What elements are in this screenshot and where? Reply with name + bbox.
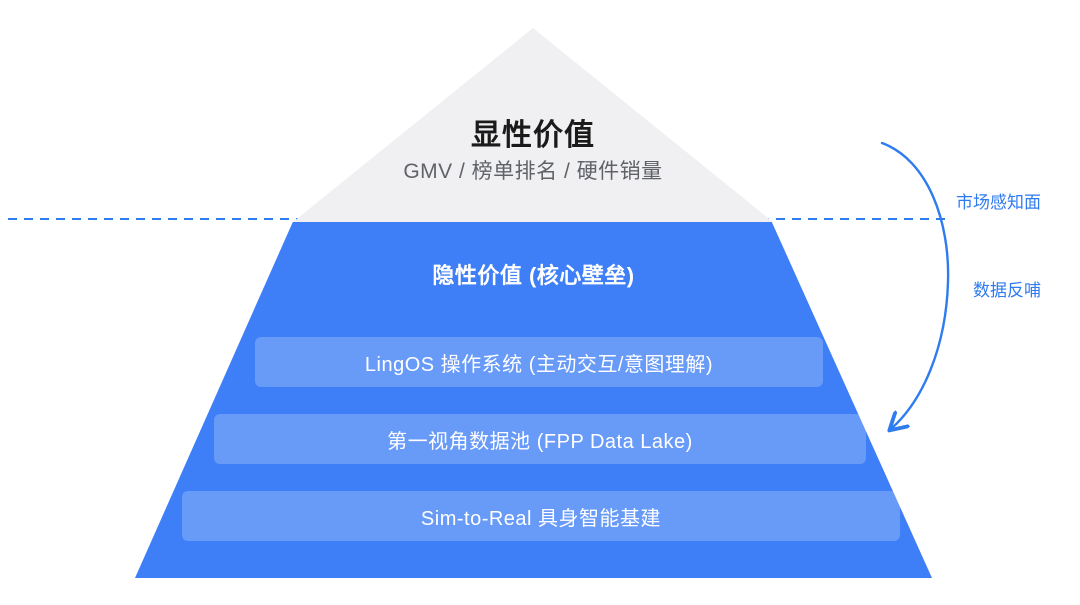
surface-value-title: 显性价值 xyxy=(471,119,595,152)
submerged-value-title: 隐性价值 (核心壁垒) xyxy=(432,263,635,288)
layer-bar-label: Sim-to-Real 具身智能基建 xyxy=(420,507,662,530)
layer-bar-lingos: LingOS 操作系统 (主动交互/意图理解) xyxy=(255,337,823,387)
layer-bar-sim-to-real: Sim-to-Real 具身智能基建 xyxy=(182,491,900,541)
surface-value-subtitle: GMV / 榜单排名 / 硬件销量 xyxy=(403,160,663,183)
feedback-arrow-label: 数据反哺 xyxy=(973,281,1041,300)
layer-bar-label: 第一视角数据池 (FPP Data Lake) xyxy=(387,430,693,453)
layer-bar-label: LingOS 操作系统 (主动交互/意图理解) xyxy=(364,353,714,376)
layer-bar-fpp-data-lake: 第一视角数据池 (FPP Data Lake) xyxy=(214,414,866,464)
curved-arrow-icon xyxy=(880,141,950,452)
waterline-label: 市场感知面 xyxy=(956,193,1041,212)
